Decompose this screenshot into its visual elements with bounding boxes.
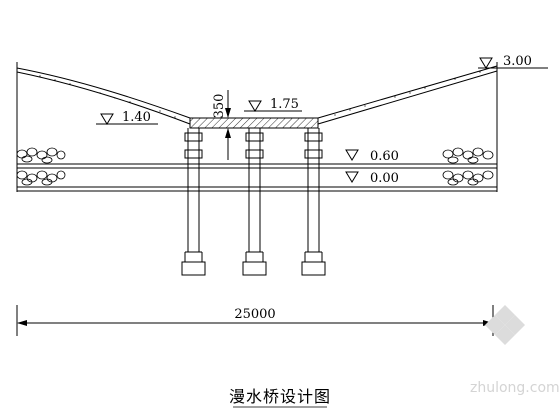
pier-left-footing — [181, 261, 206, 276]
zhulong-logo-icon — [485, 305, 525, 345]
elevation-marker-1-40: 1.40 — [96, 110, 158, 125]
right-embankment-slope — [317, 65, 498, 125]
elevation-triangle-icon — [100, 113, 114, 125]
right-slope-stipple — [334, 71, 481, 116]
elevation-label-0-00: 0.00 — [370, 171, 399, 186]
elevation-label-0-60: 0.60 — [370, 149, 399, 164]
bridge-deck-slab — [189, 117, 319, 129]
overall-length-dimension: 25000 — [16, 305, 494, 336]
elevation-marker-0-00: 0.00 — [345, 171, 399, 186]
deck-thickness-dimension: 350 — [212, 90, 236, 160]
elevation-triangle-icon — [345, 171, 359, 183]
elevation-marker-1-75: 1.75 — [244, 97, 302, 112]
watermark-text: zhulong.com — [470, 380, 560, 396]
zhulong-watermark: zhulong.com — [470, 305, 560, 396]
right-riprap-stones — [442, 147, 494, 186]
pier-right-footing — [301, 261, 326, 276]
deck-thickness-label: 350 — [212, 94, 227, 119]
elevation-label-1-40: 1.40 — [122, 110, 151, 125]
pier-center-footing — [242, 261, 267, 276]
left-slope-stipple — [39, 75, 176, 118]
overall-length-label: 25000 — [234, 307, 275, 322]
elevation-triangle-icon — [248, 100, 262, 112]
elevation-label-1-75: 1.75 — [270, 97, 299, 112]
elevation-triangle-icon — [345, 149, 359, 161]
pier-center — [242, 128, 267, 276]
drawing-title: 漫水桥设计图 — [229, 387, 331, 406]
pier-right — [301, 128, 326, 276]
pier-left — [181, 128, 206, 276]
left-riprap-stones — [16, 147, 66, 186]
elevation-triangle-icon — [479, 57, 493, 69]
elevation-marker-3-00: 3.00 — [478, 54, 548, 69]
elevation-label-3-00: 3.00 — [503, 54, 532, 69]
left-embankment-slope — [16, 67, 191, 125]
elevation-marker-0-60: 0.60 — [345, 149, 399, 164]
